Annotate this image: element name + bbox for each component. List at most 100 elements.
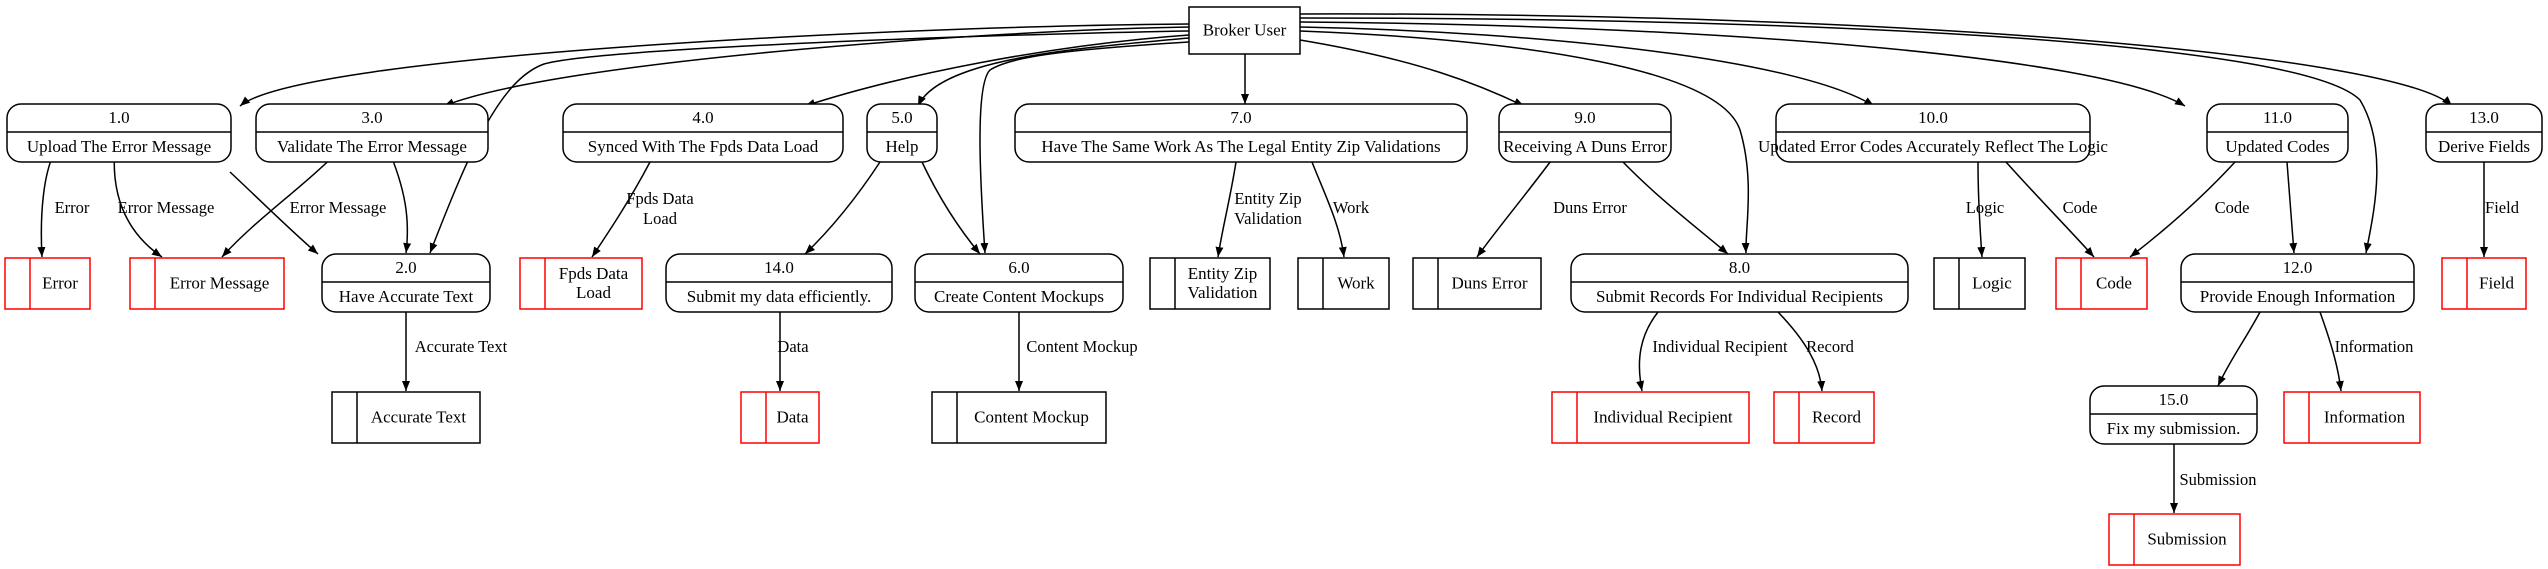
edge-label: Error bbox=[55, 198, 90, 217]
data-store-field: Field bbox=[2441, 257, 2527, 310]
store-label: Submission bbox=[2147, 529, 2227, 548]
entity-box bbox=[1188, 6, 1301, 55]
process-box bbox=[1014, 103, 1468, 163]
edge-label: Error Message bbox=[290, 198, 387, 217]
store-label: Logic bbox=[1972, 273, 2012, 292]
store-label: Data bbox=[776, 407, 809, 426]
flow-edge-p4-s_fpds bbox=[591, 161, 651, 258]
process-box bbox=[866, 103, 938, 163]
process-number: 1.0 bbox=[108, 108, 129, 127]
flow-edge-p7-s_zip bbox=[1215, 161, 1237, 258]
store-label: Duns Error bbox=[1451, 273, 1527, 292]
edge-label: Individual Recipient bbox=[1652, 337, 1788, 356]
flow-edge-broker-p1 bbox=[239, 23, 1190, 107]
edge-label: Record bbox=[1806, 337, 1854, 356]
store-label: Content Mockup bbox=[974, 407, 1089, 426]
process-title: Create Content Mockups bbox=[934, 287, 1104, 306]
store-box bbox=[1933, 257, 2026, 310]
store-label: Field bbox=[2479, 273, 2514, 292]
flow-edge-broker-p13 bbox=[1299, 13, 2453, 107]
edge-label: Code bbox=[2063, 198, 2098, 217]
flow-edge-broker-p8 bbox=[1299, 30, 1750, 254]
edge-label: Field bbox=[2485, 198, 2520, 217]
process-number: 2.0 bbox=[395, 258, 416, 277]
process-number: 3.0 bbox=[361, 108, 382, 127]
flow-edge-broker-p11 bbox=[1299, 21, 2186, 107]
process-box bbox=[2425, 103, 2543, 163]
process-number: 12.0 bbox=[2283, 258, 2313, 277]
edge-label: Work bbox=[1333, 198, 1370, 217]
data-store-error: Error bbox=[4, 257, 91, 310]
data-store-record: Record bbox=[1773, 391, 1875, 444]
process-box bbox=[562, 103, 844, 163]
process-box bbox=[665, 253, 893, 313]
data-store-mockup: Content Mockup bbox=[931, 391, 1107, 444]
process-number: 11.0 bbox=[2263, 108, 2292, 127]
store-label: Validation bbox=[1188, 283, 1258, 302]
process-number: 5.0 bbox=[891, 108, 912, 127]
data-store-logic: Logic bbox=[1933, 257, 2026, 310]
flow-edge-broker-p3 bbox=[443, 26, 1190, 107]
flow-edge-p7-s_work bbox=[1311, 161, 1347, 258]
process-title: Updated Codes bbox=[2225, 137, 2329, 156]
process-number: 14.0 bbox=[764, 258, 794, 277]
store-label: Accurate Text bbox=[371, 407, 467, 426]
entity-label: Broker User bbox=[1203, 20, 1287, 39]
process-box bbox=[255, 103, 489, 163]
flow-edge-p8-s_record bbox=[1777, 311, 1826, 392]
flow-edge-p9-p8 bbox=[1622, 161, 1729, 255]
store-box bbox=[2283, 391, 2421, 444]
flow-edge-broker-p10 bbox=[1299, 26, 1875, 107]
store-label: Load bbox=[576, 283, 611, 302]
process-number: 10.0 bbox=[1918, 108, 1948, 127]
process-title: Derive Fields bbox=[2438, 137, 2530, 156]
flow-edge-p10-s_logic bbox=[1977, 161, 1986, 258]
process-box bbox=[914, 253, 1124, 313]
process-title: Submit Records For Individual Recipients bbox=[1596, 287, 1883, 306]
data-store-work: Work bbox=[1297, 257, 1390, 310]
process-box bbox=[2206, 103, 2349, 163]
store-box bbox=[4, 257, 91, 310]
process-box bbox=[2180, 253, 2415, 313]
process-number: 9.0 bbox=[1574, 108, 1595, 127]
store-box bbox=[931, 391, 1107, 444]
store-box bbox=[1551, 391, 1750, 444]
store-label: Error bbox=[42, 273, 78, 292]
edge-label: Fpds Data bbox=[626, 189, 694, 208]
process-title: Have The Same Work As The Legal Entity Z… bbox=[1041, 137, 1440, 156]
store-box bbox=[740, 391, 820, 444]
flow-edge-broker-p12 bbox=[1299, 17, 2378, 254]
process-box bbox=[1570, 253, 1909, 313]
process-title: Have Accurate Text bbox=[339, 287, 474, 306]
process-box bbox=[321, 253, 491, 313]
edge-label: Duns Error bbox=[1553, 198, 1627, 217]
process-title: Help bbox=[885, 137, 918, 156]
process-title: Updated Error Codes Accurately Reflect T… bbox=[1758, 137, 2108, 156]
flow-edge-broker-p5 bbox=[917, 37, 1190, 107]
process-title: Fix my submission. bbox=[2107, 419, 2241, 438]
store-box bbox=[1412, 257, 1542, 310]
data-store-errmsg: Error Message bbox=[129, 257, 285, 310]
edge-label: Validation bbox=[1234, 209, 1302, 228]
process-title: Synced With The Fpds Data Load bbox=[588, 137, 819, 156]
flow-edge-broker-p9 bbox=[1299, 39, 1525, 107]
edge-label: Accurate Text bbox=[415, 337, 508, 356]
flow-edge-p5-p14 bbox=[804, 161, 881, 255]
process-title: Receiving A Duns Error bbox=[1503, 137, 1667, 156]
data-store-submission: Submission bbox=[2108, 513, 2241, 566]
